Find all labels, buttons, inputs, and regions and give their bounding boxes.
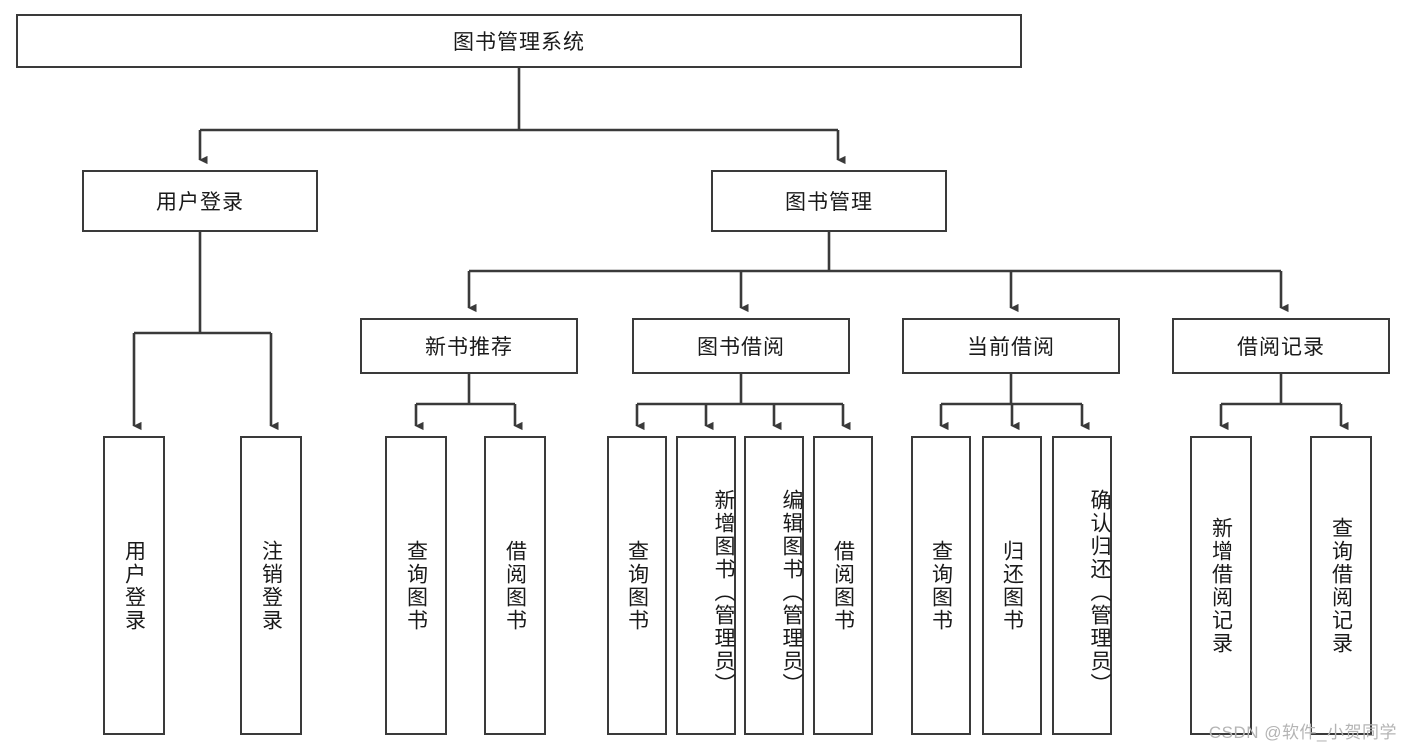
node-new-book-recommend-label: 新书推荐: [425, 336, 513, 359]
leaf-search-book-current[interactable]: 查询图书: [911, 436, 971, 735]
leaf-borrow-book-recommend[interactable]: 借阅图书: [484, 436, 546, 735]
leaf-borrow-book[interactable]: 借阅图书: [813, 436, 873, 735]
node-current-borrow[interactable]: 当前借阅: [902, 318, 1120, 374]
node-root[interactable]: 图书管理系统: [16, 14, 1022, 68]
node-new-book-recommend[interactable]: 新书推荐: [360, 318, 578, 374]
leaf-confirm-return-admin[interactable]: 确认归还（管理员）: [1052, 436, 1112, 735]
leaf-search-book-current-label: 查询图书: [929, 539, 953, 632]
node-borrow-record[interactable]: 借阅记录: [1172, 318, 1390, 374]
leaf-search-book-label: 查询图书: [625, 539, 649, 632]
leaf-user-logout-label: 注销登录: [259, 539, 283, 632]
leaf-search-borrow-record[interactable]: 查询借阅记录: [1310, 436, 1372, 735]
leaf-confirm-return-admin-label: 确认归还（管理员）: [1088, 489, 1111, 696]
watermark-text: CSDN @软件_小贺同学: [1208, 723, 1397, 742]
node-user-login-label: 用户登录: [156, 191, 244, 214]
leaf-edit-book-admin[interactable]: 编辑图书（管理员）: [744, 436, 804, 735]
leaf-add-borrow-record[interactable]: 新增借阅记录: [1190, 436, 1252, 735]
node-current-borrow-label: 当前借阅: [967, 336, 1055, 359]
leaf-return-book-label: 归还图书: [1000, 539, 1024, 632]
leaf-add-book-admin-label: 新增图书（管理员）: [712, 489, 735, 696]
node-root-label: 图书管理系统: [453, 31, 585, 54]
node-user-login[interactable]: 用户登录: [82, 170, 318, 232]
leaf-user-logout[interactable]: 注销登录: [240, 436, 302, 735]
node-book-management-label: 图书管理: [785, 191, 873, 214]
leaf-return-book[interactable]: 归还图书: [982, 436, 1042, 735]
leaf-search-book[interactable]: 查询图书: [607, 436, 667, 735]
leaf-borrow-book-recommend-label: 借阅图书: [503, 539, 527, 632]
node-book-management[interactable]: 图书管理: [711, 170, 947, 232]
leaf-add-borrow-record-label: 新增借阅记录: [1209, 516, 1233, 655]
leaf-user-login[interactable]: 用户登录: [103, 436, 165, 735]
node-book-borrow[interactable]: 图书借阅: [632, 318, 850, 374]
leaf-search-book-recommend[interactable]: 查询图书: [385, 436, 447, 735]
node-book-borrow-label: 图书借阅: [697, 336, 785, 359]
leaf-edit-book-admin-label: 编辑图书（管理员）: [780, 489, 803, 696]
leaf-search-borrow-record-label: 查询借阅记录: [1329, 516, 1353, 655]
node-borrow-record-label: 借阅记录: [1237, 336, 1325, 359]
leaf-user-login-label: 用户登录: [122, 539, 146, 632]
leaf-borrow-book-label: 借阅图书: [831, 539, 855, 632]
leaf-search-book-recommend-label: 查询图书: [404, 539, 428, 632]
leaf-add-book-admin[interactable]: 新增图书（管理员）: [676, 436, 736, 735]
